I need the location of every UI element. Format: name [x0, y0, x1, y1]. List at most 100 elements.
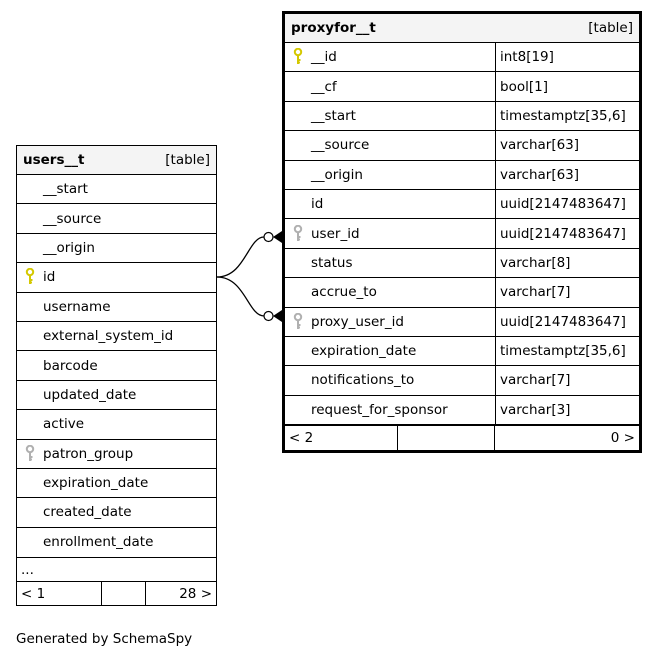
- crow-foot-icon: [273, 231, 282, 243]
- column-type: uuid[2147483647]: [495, 219, 639, 248]
- primary-key-icon: [285, 48, 311, 66]
- column-name: user_id: [311, 225, 360, 242]
- children-count: 0 >: [610, 430, 635, 447]
- column-row-active[interactable]: active: [17, 410, 216, 440]
- table-type: [table]: [165, 152, 210, 168]
- column-name-cell: patron_group: [17, 440, 216, 468]
- column-name-cell: id: [17, 263, 216, 291]
- column-type: varchar[3]: [495, 395, 639, 425]
- column-name: __cf: [311, 78, 337, 95]
- column-name: __start: [43, 181, 88, 198]
- column-name: proxy_user_id: [311, 313, 404, 330]
- more-columns: ...: [17, 557, 216, 581]
- column-row-cf[interactable]: __cf bool[1]: [285, 72, 639, 102]
- column-row-notifications-to[interactable]: notifications_to varchar[7]: [285, 366, 639, 396]
- column-row-request-for-sponsor[interactable]: request_for_sponsor varchar[3]: [285, 395, 639, 426]
- column-name: __id: [311, 49, 337, 66]
- column-row-status[interactable]: status varchar[8]: [285, 248, 639, 279]
- column-name-cell: __origin: [17, 234, 216, 262]
- column-row-origin[interactable]: __origin: [17, 234, 216, 264]
- generated-by-note: Generated by SchemaSpy: [16, 631, 193, 647]
- table-footer: < 1 28 >: [17, 581, 216, 606]
- column-name-cell: __start: [285, 102, 495, 130]
- column-row-patron-group[interactable]: patron_group: [17, 440, 216, 469]
- column-row-external-system-id[interactable]: external_system_id: [17, 322, 216, 352]
- column-name-cell: __cf: [285, 72, 495, 100]
- column-row-updated-date[interactable]: updated_date: [17, 381, 216, 411]
- column-name-cell: __origin: [285, 161, 495, 189]
- foreign-key-icon: [285, 224, 311, 243]
- column-name: active: [43, 416, 85, 433]
- users-table[interactable]: users__t [table] __start __source__origin…: [16, 145, 217, 607]
- column-name-cell: username: [17, 293, 216, 321]
- column-row-created-date[interactable]: created_date: [17, 498, 216, 528]
- column-name: external_system_id: [43, 328, 174, 345]
- zero-optionality-icon: [263, 310, 274, 322]
- column-name: notifications_to: [311, 372, 415, 389]
- table-name: users__t: [23, 152, 85, 168]
- table-name: proxyfor__t: [291, 20, 376, 36]
- column-name-cell: created_date: [17, 498, 216, 526]
- table-header: users__t [table]: [17, 146, 216, 175]
- column-name: username: [43, 298, 111, 315]
- column-name-cell: id: [285, 190, 495, 218]
- column-name: patron_group: [43, 445, 134, 462]
- column-name: id: [43, 269, 56, 286]
- column-name: status: [311, 254, 353, 271]
- column-row-username[interactable]: username: [17, 293, 216, 322]
- column-name-cell: __source: [285, 131, 495, 159]
- column-row-proxy-user-id[interactable]: proxy_user_id uuid[2147483647]: [285, 307, 639, 337]
- table-type: [table]: [588, 20, 633, 36]
- column-row-start[interactable]: __start: [17, 175, 216, 205]
- more-label: ...: [21, 561, 34, 578]
- column-type: bool[1]: [495, 72, 639, 101]
- column-type: timestamptz[35,6]: [495, 336, 639, 366]
- foreign-key-icon: [17, 444, 43, 463]
- column-name-cell: updated_date: [17, 381, 216, 409]
- column-name-cell: expiration_date: [285, 337, 495, 365]
- column-type: uuid[2147483647]: [495, 307, 639, 336]
- column-name: updated_date: [43, 386, 137, 403]
- column-type: timestamptz[35,6]: [495, 101, 639, 131]
- crow-foot-icon: [273, 310, 282, 322]
- column-row-source[interactable]: __source: [17, 204, 216, 234]
- column-name: created_date: [43, 504, 132, 521]
- column-type: varchar[63]: [495, 131, 639, 160]
- column-type: varchar[63]: [495, 160, 639, 189]
- column-name-cell: user_id: [285, 219, 495, 247]
- primary-key-icon: [17, 268, 43, 286]
- column-name-cell: notifications_to: [285, 366, 495, 394]
- column-type: varchar[8]: [495, 248, 639, 278]
- column-name: request_for_sponsor: [311, 401, 448, 418]
- column-name: expiration_date: [311, 343, 417, 360]
- column-name-cell: external_system_id: [17, 322, 216, 350]
- connector-users-id-to-proxy-user-id: [216, 276, 265, 317]
- table-footer: < 2 0 >: [285, 425, 639, 451]
- column-name-cell: active: [17, 410, 216, 438]
- column-name-cell: expiration_date: [17, 469, 216, 497]
- column-name-cell: __source: [17, 204, 216, 232]
- parents-count: < 2: [285, 426, 398, 451]
- column-name-cell: status: [285, 249, 495, 277]
- column-name-cell: request_for_sponsor: [285, 396, 495, 424]
- column-row-expiration-date[interactable]: expiration_date timestamptz[35,6]: [285, 336, 639, 367]
- column-row-user-id[interactable]: user_id uuid[2147483647]: [285, 219, 639, 249]
- column-name-cell: accrue_to: [285, 278, 495, 306]
- column-row-barcode[interactable]: barcode: [17, 351, 216, 381]
- column-name-cell: __id: [285, 43, 495, 71]
- column-type: varchar[7]: [495, 278, 639, 307]
- column-name-cell: barcode: [17, 351, 216, 379]
- column-type: varchar[7]: [495, 366, 639, 395]
- column-row-enrollment-date[interactable]: enrollment_date: [17, 528, 216, 557]
- column-row-id[interactable]: id: [17, 263, 216, 293]
- column-row-expiration-date[interactable]: expiration_date: [17, 469, 216, 499]
- column-type: uuid[2147483647]: [495, 189, 639, 219]
